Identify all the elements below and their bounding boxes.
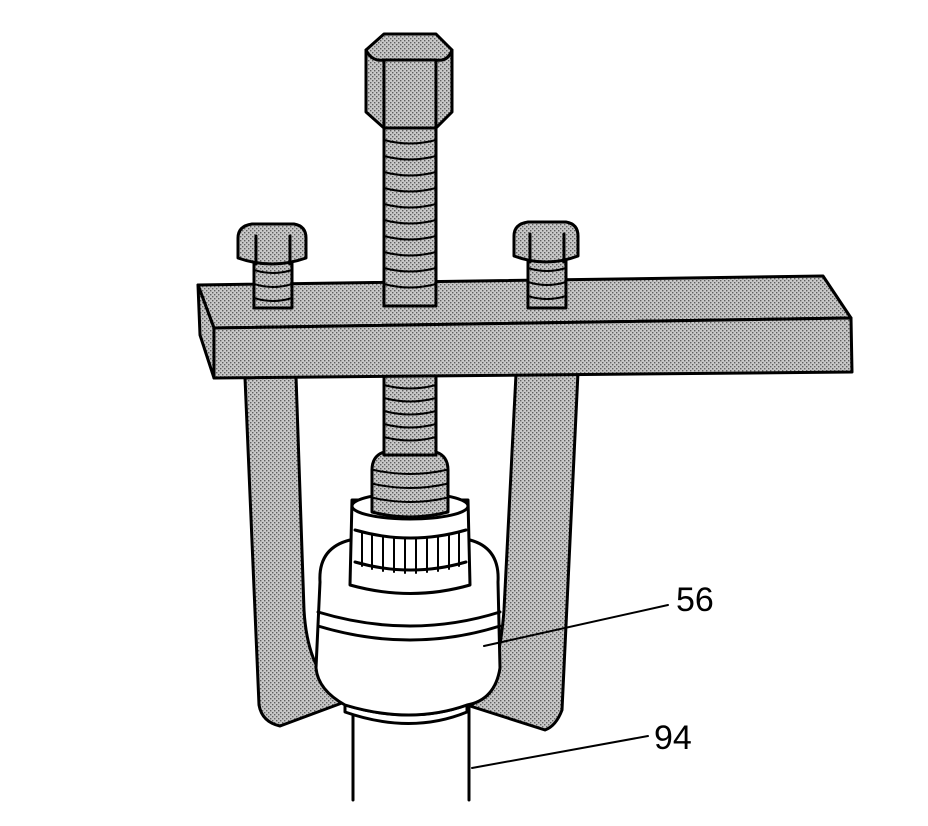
left-jaw-bolt [236,222,308,310]
bearing-56 [314,491,502,725]
forcing-screw-lower [370,373,450,519]
shaft [351,706,471,802]
right-jaw-bolt [512,220,580,310]
forcing-screw-upper [364,32,454,308]
callout-94: 94 [654,719,692,757]
leader-line-56 [483,604,669,647]
callout-56: 56 [676,581,714,619]
crossbar [196,274,854,380]
leader-line-94 [471,735,649,769]
